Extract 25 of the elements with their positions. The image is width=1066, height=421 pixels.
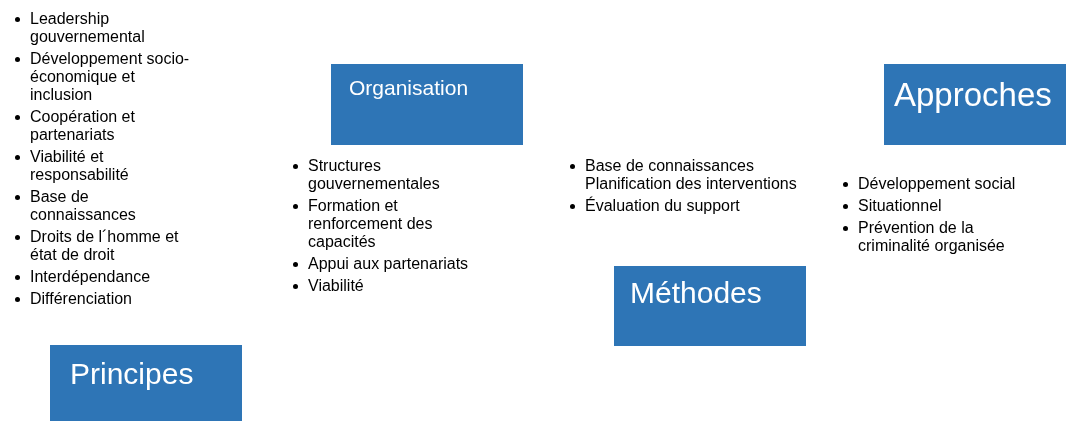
category-box <box>614 266 806 346</box>
bullet-item: Viabilité <box>308 277 365 295</box>
category-box <box>884 64 1066 145</box>
box-title: Principes <box>70 357 194 391</box>
bullet-item: Évaluation du support <box>585 197 741 215</box>
bullet-item: Formation et renforcement des capacités <box>308 197 434 251</box>
category-box <box>331 64 523 145</box>
category-box <box>50 345 242 421</box>
bullet-item: Droits de l´homme et état de droit <box>30 228 180 264</box>
box-title: Méthodes <box>630 276 762 310</box>
bullet-item: Différenciation <box>30 290 133 308</box>
bullet-item: Prévention de la criminalité organisée <box>858 219 1006 255</box>
bullet-item: Appui aux partenariats <box>308 255 470 273</box>
box-title: Organisation <box>349 76 469 100</box>
bullet-item: Viabilité et responsabilité <box>30 148 130 184</box>
bullet-item: Base de connaissances Planification des interventions <box>585 157 798 193</box>
bullet-item: Leadership gouvernemental <box>30 10 146 46</box>
bullet-item: Développement social <box>858 175 1017 193</box>
bullet-item: Situationnel <box>858 197 943 215</box>
bullet-item: Développement socio-économique et inclusion <box>30 50 190 104</box>
box-title: Approches <box>894 76 1052 114</box>
bullet-item: Structures gouvernementales <box>308 157 441 193</box>
bullet-item: Base de connaissances <box>30 188 137 224</box>
bullet-item: Coopération et partenariats <box>30 108 136 144</box>
bullet-item: Interdépendance <box>30 268 152 286</box>
